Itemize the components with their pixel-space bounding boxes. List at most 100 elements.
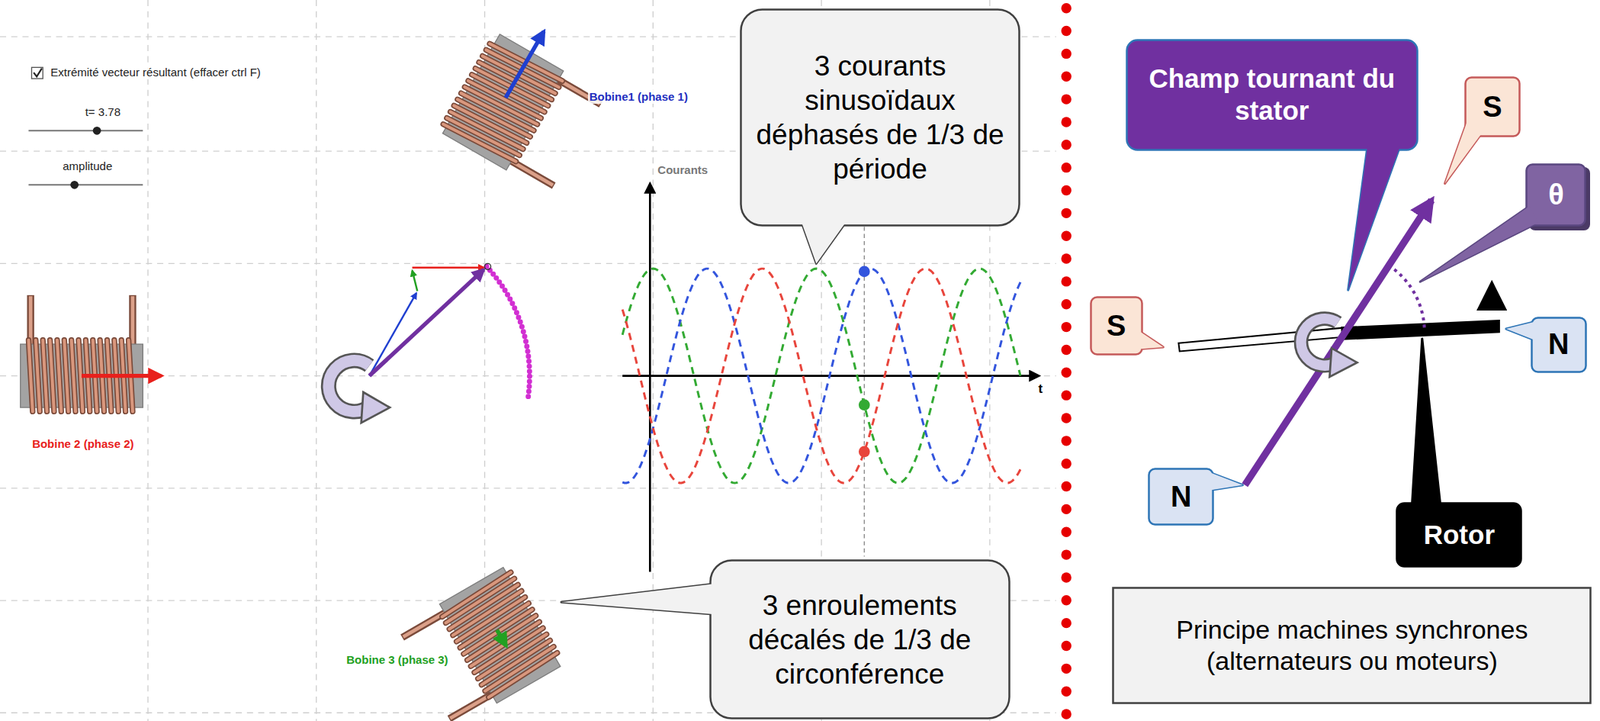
- coil-label: Bobine 3 (phase 3): [344, 652, 450, 667]
- node-text: Principe machines synchrones (alternateu…: [1121, 613, 1583, 678]
- rotor-north-half: [1340, 319, 1501, 341]
- phase1-vector: [369, 292, 417, 376]
- shape-circle: [1061, 185, 1072, 196]
- shape-circle: [1061, 708, 1072, 719]
- shape-circle: [1061, 3, 1072, 13]
- slider-track: [28, 129, 143, 132]
- shape-line: [26, 295, 34, 344]
- shape-rect: [1149, 468, 1214, 524]
- shape-circle: [1061, 549, 1072, 560]
- shape-circle: [1061, 412, 1072, 423]
- current-wave: [622, 268, 1021, 483]
- trace-dot: [526, 378, 533, 384]
- current-wave: [622, 268, 1021, 483]
- shape-line: [0, 487, 1057, 489]
- checkbox-label: Extrémité vecteur résultant (effacer ctr…: [48, 65, 263, 80]
- trace-dot: [522, 334, 528, 340]
- shape-rect: [1113, 587, 1591, 704]
- shape-path: [1347, 145, 1400, 290]
- shape-line: [35, 340, 40, 412]
- shape-line: [511, 160, 553, 185]
- shape-circle: [1061, 253, 1072, 264]
- node-text: S: [1106, 308, 1126, 344]
- shape-circle: [1061, 276, 1072, 286]
- caption-box: Principe machines synchrones (alternateu…: [1111, 586, 1592, 704]
- shape-circle: [1061, 367, 1072, 378]
- axis-label: Courants: [655, 163, 710, 177]
- trace-dot: [519, 324, 525, 330]
- shape-line: [42, 340, 47, 412]
- node-outline: [739, 8, 1021, 227]
- vector-tip: [485, 263, 492, 270]
- rotation-arrow: [1301, 318, 1358, 377]
- shape-line: [511, 160, 555, 186]
- shape-circle: [1061, 344, 1072, 355]
- shape-path: [1412, 338, 1441, 506]
- shape-line: [35, 340, 40, 412]
- shape-path: [361, 391, 390, 423]
- shape-path: [1138, 330, 1164, 350]
- shape-line: [28, 340, 33, 412]
- shape-circle: [1061, 640, 1072, 651]
- trace-dot: [526, 388, 532, 395]
- pole-callout: S: [1089, 295, 1144, 356]
- shape-circle: [1061, 93, 1072, 104]
- shape-line: [449, 693, 492, 718]
- current-wave: [622, 268, 1021, 483]
- node-text: 3 courants sinusoïdaux déphasés de 1/3 d…: [748, 48, 1012, 187]
- shape-line: [0, 263, 1057, 264]
- shape-line: [497, 629, 507, 646]
- machine-sketch: [1178, 199, 1500, 485]
- trace-dot: [511, 305, 518, 311]
- shape-path: [1445, 118, 1482, 184]
- slider-knob: [70, 180, 79, 190]
- current-axis: [648, 183, 652, 572]
- pole-callout: N: [1530, 316, 1588, 373]
- trace-dot: [515, 314, 521, 320]
- shape-line: [57, 340, 62, 412]
- node-text: N: [1548, 326, 1569, 362]
- shape-line: [28, 295, 33, 344]
- current-point: [858, 398, 871, 411]
- rotation-arrow: [328, 359, 390, 423]
- trace-dot: [520, 328, 527, 335]
- current-point: [858, 266, 871, 278]
- shape-line: [652, 0, 654, 721]
- shape-line: [482, 646, 556, 691]
- phase2-vector: [412, 266, 485, 268]
- shape-line: [486, 652, 560, 698]
- rotor-south-half: [1178, 327, 1344, 352]
- resultant-vector: [369, 269, 484, 376]
- pole-callout: N: [1147, 467, 1215, 526]
- shape-rect: [442, 34, 563, 171]
- shape-rect: [1526, 164, 1586, 226]
- callout-bubble: 3 enroulements décalés de 1/3 de circonf…: [709, 559, 1011, 720]
- shape-path: [1347, 145, 1400, 290]
- shape-line: [403, 612, 445, 637]
- shape-line: [128, 295, 136, 344]
- slider-label: t= 3.78: [83, 105, 123, 119]
- shape-line: [50, 340, 55, 412]
- shape-circle: [1061, 526, 1072, 537]
- shape-circle: [1061, 389, 1072, 400]
- shape-line: [71, 340, 76, 412]
- shape-line: [131, 295, 135, 344]
- trace-dot: [525, 393, 531, 399]
- pole-callout: S: [1464, 76, 1521, 138]
- trace-dot: [514, 309, 520, 315]
- checkbox: [31, 67, 43, 79]
- trace-dot: [526, 368, 533, 374]
- theta-arc: [1388, 265, 1425, 329]
- shape-rect: [1397, 503, 1522, 567]
- node-text: S: [1482, 89, 1502, 125]
- shape-path: [1208, 471, 1243, 490]
- trace-dot: [524, 348, 531, 354]
- trace-dot: [509, 300, 515, 306]
- trace-dot: [523, 338, 529, 344]
- shape-circle: [1061, 617, 1072, 628]
- shape-line: [486, 652, 560, 698]
- shape-line: [505, 31, 544, 98]
- shape-path: [800, 220, 847, 264]
- shape-circle: [1061, 71, 1072, 82]
